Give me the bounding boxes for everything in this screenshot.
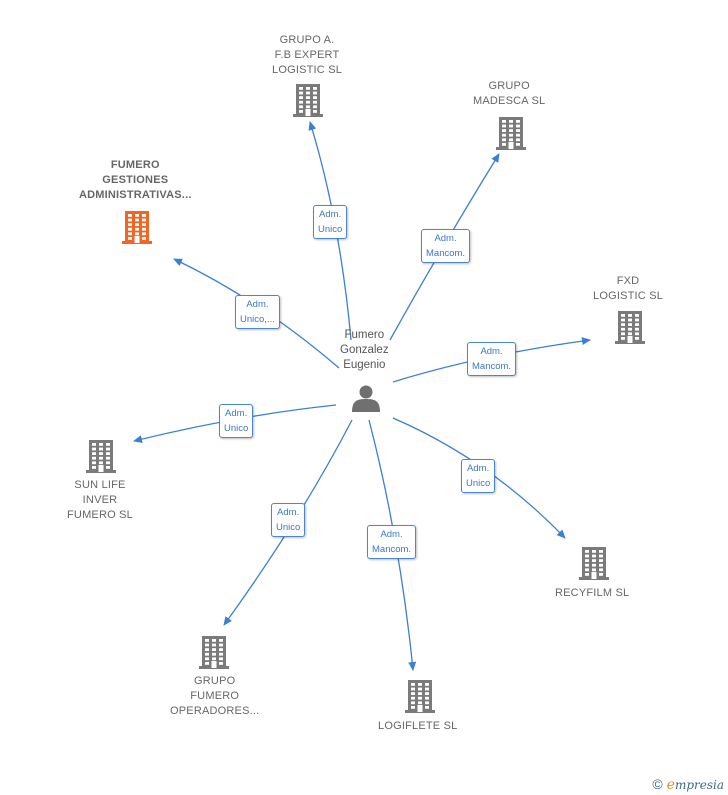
company-label-logiflete[interactable]: LOGIFLETE SL <box>378 720 458 732</box>
building-icon-fumero-gestiones[interactable] <box>122 211 152 244</box>
company-label-grupo-madesca[interactable]: GRUPO MADESCA SL <box>473 80 546 107</box>
brand-initial: e <box>666 777 675 793</box>
building-icon-grupo-af-b-expert[interactable] <box>293 84 323 117</box>
building-icon-logiflete[interactable] <box>405 680 435 713</box>
role-label-grupo-madesca[interactable]: Adm. Mancom. <box>421 229 471 263</box>
building-icon-recyfilm[interactable] <box>579 547 609 580</box>
building-icon-fxd-logistic[interactable] <box>615 311 645 344</box>
person-icon[interactable] <box>352 385 380 413</box>
building-icon-grupo-fumero[interactable] <box>199 636 229 669</box>
company-label-fumero-gestiones[interactable]: FUMERO GESTIONES ADMINISTRATIVAS... <box>79 159 192 201</box>
company-label-recyfilm[interactable]: RECYFILM SL <box>555 587 630 599</box>
copyright-icon: © <box>652 776 663 792</box>
role-label-recyfilm[interactable]: Adm. Unico <box>461 459 496 493</box>
role-label-sun-life[interactable]: Adm. Unico <box>219 404 254 438</box>
empresia-brand[interactable]: ©empresia <box>652 776 724 793</box>
role-label-grupo-af-b-expert[interactable]: Adm. Unico <box>313 205 348 239</box>
brand-name: mpresia <box>674 778 724 792</box>
building-icon-sun-life[interactable] <box>86 440 116 473</box>
role-label-fumero-gestiones[interactable]: Adm. Unico,... <box>235 295 280 329</box>
role-label-logiflete[interactable]: Adm. Mancom. <box>367 525 417 559</box>
person-name[interactable]: Fumero Gonzalez Eugenio <box>340 329 389 371</box>
company-label-grupo-af-b-expert[interactable]: GRUPO A. F.B EXPERT LOGISTIC SL <box>272 34 343 76</box>
role-label-fxd-logistic[interactable]: Adm. Mancom. <box>467 342 517 376</box>
company-label-fxd-logistic[interactable]: FXD LOGISTIC SL <box>593 275 664 302</box>
building-icon-grupo-madesca[interactable] <box>496 117 526 150</box>
company-label-sun-life[interactable]: SUN LIFE INVER FUMERO SL <box>67 479 133 521</box>
company-label-grupo-fumero[interactable]: GRUPO FUMERO OPERADORES... <box>170 675 260 717</box>
role-label-grupo-fumero[interactable]: Adm. Unico <box>271 503 306 537</box>
